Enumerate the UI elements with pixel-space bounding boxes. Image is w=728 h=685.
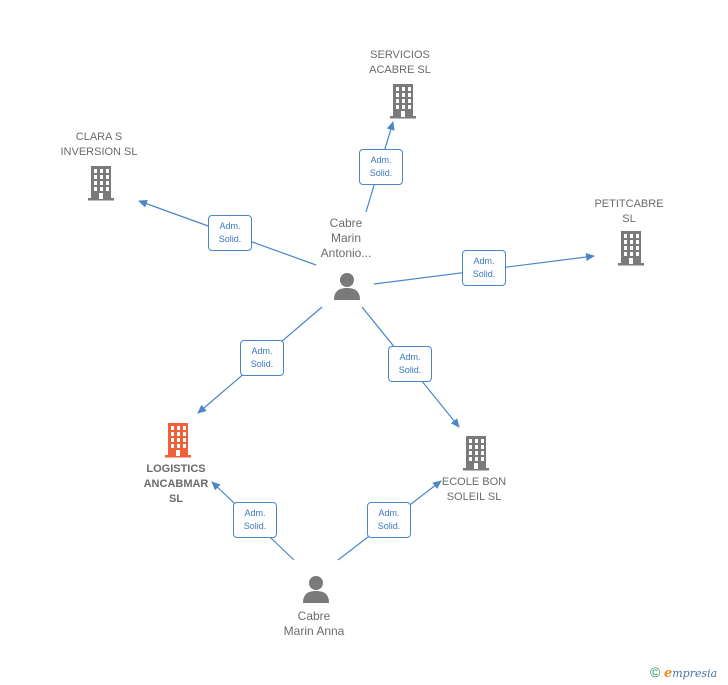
- edge-label-line: Solid.: [243, 521, 267, 531]
- edge-label-line: Adm.: [473, 256, 495, 266]
- building-icon[interactable]: [460, 435, 492, 476]
- edge-label-line: Solid.: [398, 365, 422, 375]
- edge-label-anna-logistics[interactable]: Adm. Solid.: [233, 502, 277, 538]
- edge-label-line: Adm.: [399, 352, 421, 362]
- edge-label-line: Adm.: [378, 508, 400, 518]
- person-icon[interactable]: [332, 271, 362, 306]
- edge-label-anna-ecole[interactable]: Adm. Solid.: [367, 502, 411, 538]
- node-label-petitcabre[interactable]: PETITCABRE SL: [594, 197, 663, 227]
- edge-label-line: Solid.: [369, 168, 393, 178]
- edge-label-line: Adm.: [251, 346, 273, 356]
- edge-label-line: Adm.: [244, 508, 266, 518]
- edge-label-line: Solid.: [250, 359, 274, 369]
- node-label-logistics[interactable]: LOGISTICS ANCABMAR SL: [144, 462, 209, 507]
- node-label-line: LOGISTICS: [146, 463, 206, 475]
- building-icon[interactable]: [85, 165, 117, 206]
- brand-logo-text: mpresia: [672, 667, 718, 680]
- node-label-line: Antonio...: [320, 246, 372, 260]
- edge-label-line: Adm.: [219, 221, 241, 231]
- copyright-symbol: ©: [650, 664, 661, 680]
- node-label-line: CLARA S: [75, 131, 123, 143]
- node-label-servicios[interactable]: SERVICIOS ACABRE SL: [369, 48, 431, 78]
- edge-label-line: Solid.: [472, 269, 496, 279]
- edge-label-line: Solid.: [218, 234, 242, 244]
- node-label-line: PETITCABRE: [594, 198, 664, 210]
- node-label-line: INVERSION SL: [60, 146, 138, 158]
- edge-label-line: Solid.: [377, 521, 401, 531]
- node-label-line: Cabre: [329, 216, 363, 230]
- node-label-line: SOLEIL SL: [446, 491, 502, 503]
- building-icon[interactable]: [615, 230, 647, 271]
- edge-label-antonio-logistics[interactable]: Adm. Solid.: [240, 340, 284, 376]
- node-label-line: Cabre: [297, 609, 331, 623]
- node-label-line: SL: [622, 213, 636, 225]
- brand-logo-initial: e: [663, 666, 673, 681]
- edge-label-antonio-ecole[interactable]: Adm. Solid.: [388, 346, 432, 382]
- footer-brand: © empresia: [650, 664, 717, 681]
- node-label-clara[interactable]: CLARA S INVERSION SL: [60, 130, 137, 160]
- node-label-line: SL: [168, 493, 184, 505]
- node-label-line: Marin: [330, 231, 362, 245]
- edge-label-antonio-petitcabre[interactable]: Adm. Solid.: [462, 250, 506, 286]
- edge-label-antonio-servicios[interactable]: Adm. Solid.: [359, 149, 403, 185]
- building-icon[interactable]: [387, 83, 419, 124]
- building-icon[interactable]: [162, 422, 194, 463]
- person-icon[interactable]: [301, 574, 331, 609]
- edge-label-line: Adm.: [370, 155, 392, 165]
- node-label-ecole[interactable]: ECOLE BON SOLEIL SL: [442, 475, 506, 505]
- node-label-line: SERVICIOS: [370, 49, 430, 61]
- node-label-line: ECOLE BON: [441, 476, 507, 488]
- node-label-line: ACABRE SL: [369, 64, 431, 76]
- edge-label-antonio-clara[interactable]: Adm. Solid.: [208, 215, 252, 251]
- node-label-line: ANCABMAR: [143, 478, 209, 490]
- node-label-line: Marin Anna: [283, 624, 345, 638]
